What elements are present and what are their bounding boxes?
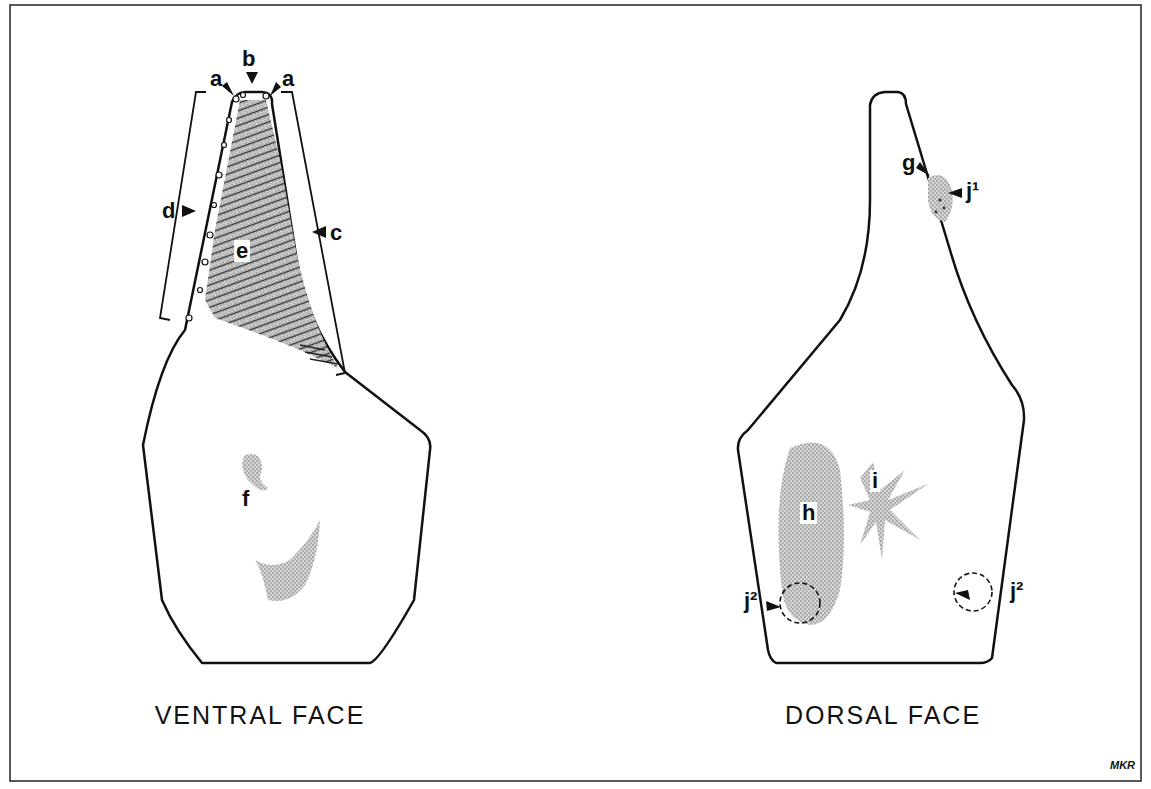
edge-scars	[186, 93, 269, 322]
ventral-outline	[143, 92, 430, 663]
stain-h	[778, 442, 844, 625]
retouch-area	[205, 100, 338, 368]
stain-f	[255, 520, 320, 601]
arrowhead	[182, 72, 326, 238]
callout-letter: g	[900, 152, 917, 174]
callout-letter: b	[240, 48, 257, 70]
stain-i	[848, 462, 928, 560]
callout-letter: j¹	[964, 180, 981, 202]
stain-g	[928, 175, 953, 222]
callout-letter: e	[234, 240, 250, 262]
face-caption: VENTRAL FACE	[148, 700, 372, 731]
signature: MKR	[1108, 760, 1137, 771]
callout-letter: h	[800, 502, 817, 524]
callout-letter: c	[328, 222, 344, 244]
callout-letter: d	[160, 200, 177, 222]
frame	[10, 5, 1141, 781]
arrowhead	[766, 162, 970, 611]
stain-f	[242, 454, 268, 490]
dashed-circle	[780, 573, 992, 623]
callout-letter: j²	[1008, 580, 1025, 602]
callout-letter: i	[870, 470, 880, 492]
callout-letter: j²	[742, 590, 759, 612]
callout-letter: f	[240, 488, 251, 510]
pits	[935, 198, 946, 213]
callout-letter: a	[208, 68, 224, 90]
callout-letter: a	[280, 68, 296, 90]
bracket	[160, 92, 345, 375]
face-caption: DORSAL FACE	[771, 700, 995, 731]
dorsal-outline	[738, 92, 1024, 663]
edge-hatching	[300, 345, 338, 364]
